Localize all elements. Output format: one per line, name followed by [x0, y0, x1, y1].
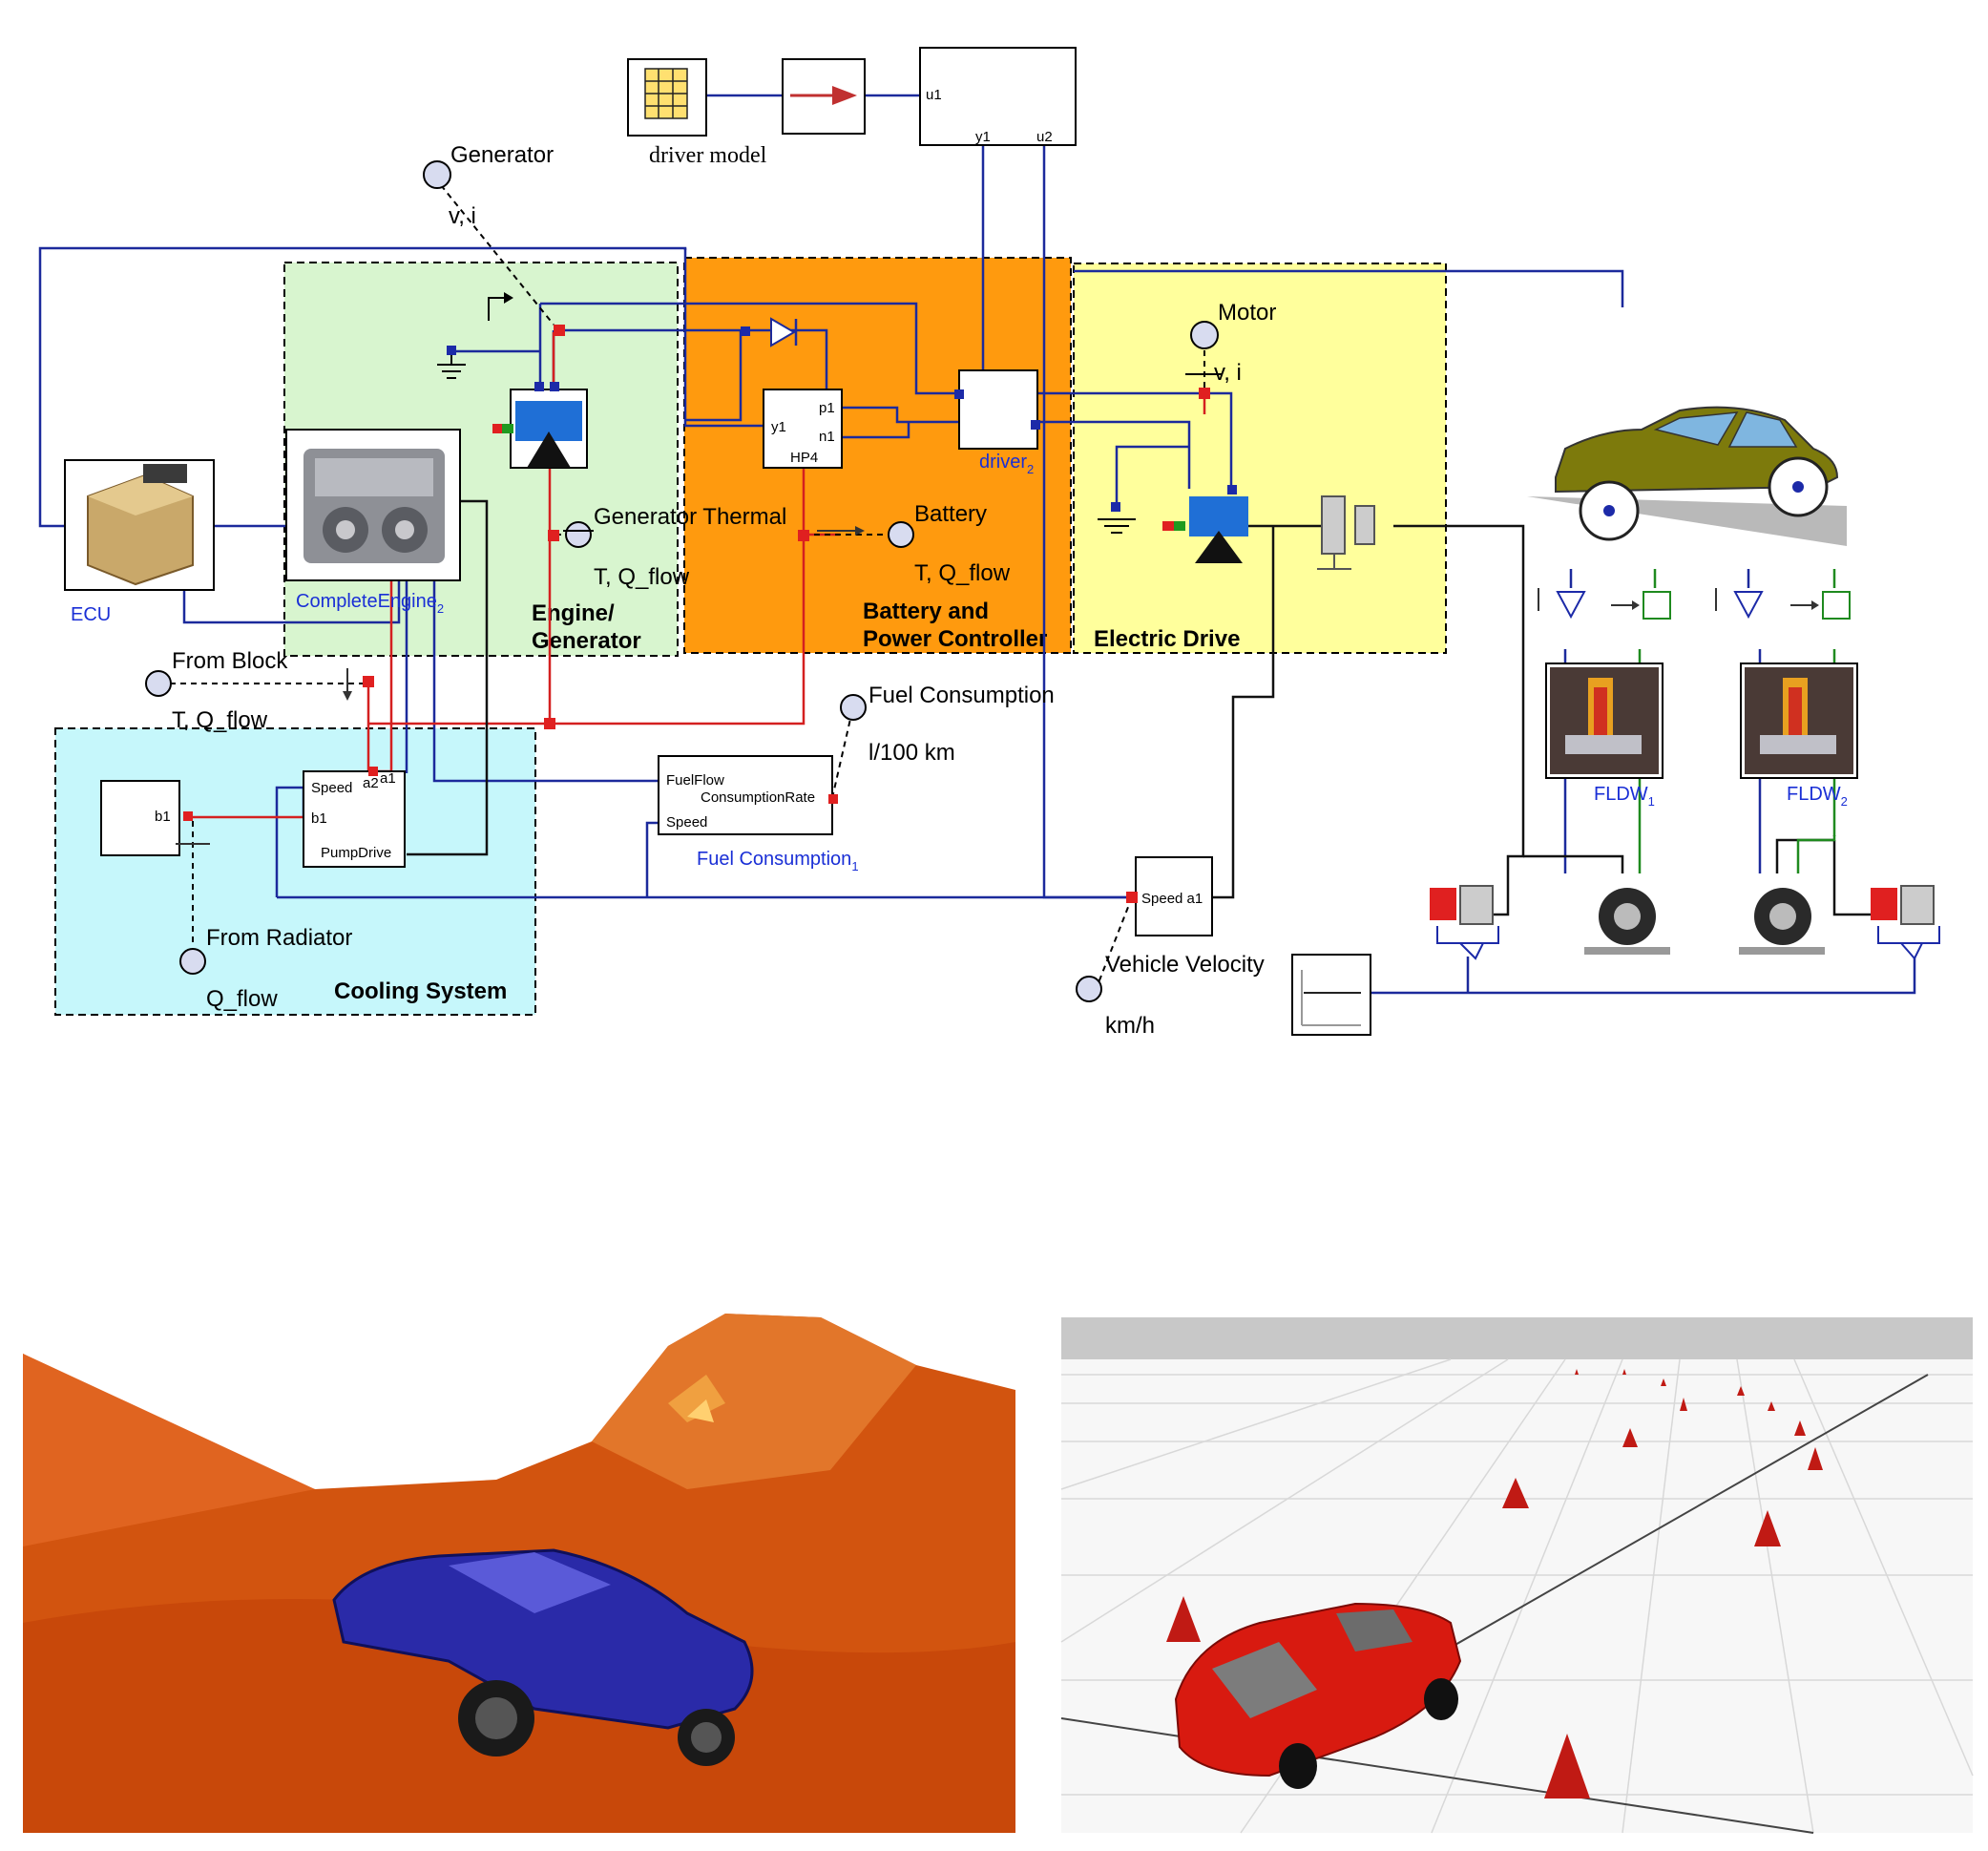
engine-image: [303, 449, 445, 563]
speed-sensor-block[interactable]: Speed a1: [1126, 856, 1213, 936]
step-source-icon: [1301, 970, 1361, 1026]
fldw2-block[interactable]: FLDW2: [1740, 663, 1858, 809]
driver-model-label: driver model: [649, 143, 767, 168]
generator-probe-unit: v, i: [449, 203, 476, 229]
fuel-consumption-label: Fuel Consumption1: [697, 849, 859, 873]
fldw1-block[interactable]: FLDW1: [1545, 663, 1664, 809]
clutch-icon: [1317, 495, 1375, 570]
generator-block[interactable]: [492, 382, 588, 469]
terrain-scene: [23, 1314, 1015, 1833]
step-source-block[interactable]: [1291, 954, 1371, 1036]
probe-connections: [170, 184, 1205, 986]
car-icon: [1527, 406, 1847, 569]
from-block-probe[interactable]: From Block T, Q_flow: [145, 648, 352, 733]
from-block-unit: T, Q_flow: [172, 707, 268, 733]
electric-drive-group: Electric Drive: [1073, 263, 1447, 654]
fldw1-label: FLDW1: [1594, 784, 1655, 809]
motor-ground-icon: [1098, 518, 1136, 534]
pump-name: PumpDrive: [321, 845, 391, 861]
radiator-port-b1: b1: [155, 809, 171, 825]
generator-thermal-unit: T, Q_flow: [594, 564, 690, 590]
port-u2: u2: [1036, 129, 1053, 145]
cone-track-scene: [1060, 1317, 1974, 1834]
hp4-block[interactable]: y1 p1 n1 HP4: [763, 389, 843, 469]
ramp-signal-icon: [488, 292, 513, 321]
fuel-consumption-probe-label: Fuel Consumption: [868, 683, 1055, 708]
vehicle-velocity-label: Vehicle Velocity: [1105, 952, 1265, 978]
driver-controller-block[interactable]: u1 y1 u2: [919, 47, 1077, 146]
diode-icon: [770, 317, 798, 347]
generator-icon: [515, 401, 582, 468]
fldw2-label: FLDW2: [1787, 784, 1848, 809]
svg-text:Engine/Generator: Engine/Generator: [532, 600, 641, 654]
battery-group-label-1: Battery and: [863, 599, 989, 624]
engine-group-label-1: Engine/: [532, 600, 615, 626]
port-u1: u1: [926, 87, 942, 103]
ecu-image: [87, 464, 194, 586]
generator-probe[interactable]: Generator v, i: [423, 142, 554, 229]
fc-port-speed: Speed: [666, 814, 707, 831]
motor-probe[interactable]: Motor v, i: [1185, 300, 1276, 386]
suspension-image: [1745, 667, 1853, 774]
battery-probe[interactable]: Battery T, Q_flow: [817, 501, 1011, 586]
pump-drive-block[interactable]: Speed b1 a2 a1 PumpDrive: [303, 767, 406, 868]
pump-port-a1: a1: [380, 770, 396, 787]
port-markers: [363, 325, 1237, 729]
motor-probe-unit: v, i: [1214, 360, 1242, 386]
engine-group-label-2: Generator: [532, 628, 641, 654]
fuel-consumption-probe[interactable]: Fuel Consumption l/100 km: [840, 683, 1055, 766]
radiator-block[interactable]: b1: [100, 780, 210, 856]
gain-block[interactable]: [782, 58, 866, 135]
pump-port-b1: b1: [311, 810, 327, 827]
wheel-force-right: [1715, 588, 1851, 620]
table-source-block[interactable]: [627, 58, 707, 137]
from-block-label: From Block: [172, 648, 288, 674]
vehicle-velocity-probe[interactable]: Vehicle Velocity km/h: [1076, 952, 1265, 1039]
battery-probe-unit: T, Q_flow: [914, 560, 1011, 586]
driver2-label: driver2: [979, 452, 1034, 476]
fc-port-rate: ConsumptionRate: [701, 789, 815, 806]
ecu-label: ECU: [71, 604, 111, 625]
hp4-port-y1: y1: [771, 419, 786, 435]
generator-thermal-label: Generator Thermal: [594, 504, 786, 530]
hp4-name: HP4: [790, 450, 818, 466]
motor-probe-label: Motor: [1218, 300, 1276, 326]
hp4-port-p1: p1: [819, 400, 835, 416]
generator-thermal-probe[interactable]: Generator Thermal T, Q_flow: [563, 504, 786, 590]
red-car: [1174, 1602, 1462, 1789]
driver2-block[interactable]: driver2: [958, 369, 1038, 476]
speed-sensor-ports: Speed a1: [1141, 891, 1203, 907]
battery-group-label-2: Power Controller: [863, 626, 1047, 652]
from-radiator-probe[interactable]: From Radiator Q_flow: [179, 925, 352, 1012]
cooling-system-group: Cooling System: [54, 727, 536, 1016]
pump-port-a2: a2: [363, 775, 379, 791]
motor-icon: [1189, 496, 1248, 563]
fuel-consumption-block[interactable]: FuelFlow ConsumptionRate Speed Fuel Cons…: [658, 755, 859, 873]
hp4-port-n1: n1: [819, 429, 835, 445]
blue-car: [332, 1548, 754, 1766]
battery-probe-label: Battery: [914, 501, 987, 527]
vehicle-velocity-unit: km/h: [1105, 1013, 1155, 1039]
complete-engine-label: CompleteEngine2: [296, 591, 444, 616]
cooling-group-label: Cooling System: [334, 978, 507, 1004]
generator-probe-label: Generator: [450, 142, 554, 168]
brake-icon: [1430, 885, 1940, 960]
fc-port-fuelflow: FuelFlow: [666, 772, 724, 789]
motor-block[interactable]: [1162, 496, 1248, 563]
from-radiator-label: From Radiator: [206, 925, 352, 951]
pump-port-speed: Speed: [311, 780, 352, 796]
electric-group-label: Electric Drive: [1094, 626, 1240, 652]
table-icon: [644, 68, 688, 119]
from-radiator-unit: Q_flow: [206, 986, 278, 1012]
suspension-image: [1550, 667, 1659, 774]
wheel-force-left: [1538, 588, 1671, 620]
fuel-consumption-probe-unit: l/100 km: [868, 740, 955, 766]
port-y1: y1: [975, 129, 991, 145]
complete-engine-block[interactable]: CompleteEngine2: [285, 429, 461, 616]
ecu-block[interactable]: ECU: [64, 459, 215, 625]
tire-icon: [1584, 888, 1825, 955]
